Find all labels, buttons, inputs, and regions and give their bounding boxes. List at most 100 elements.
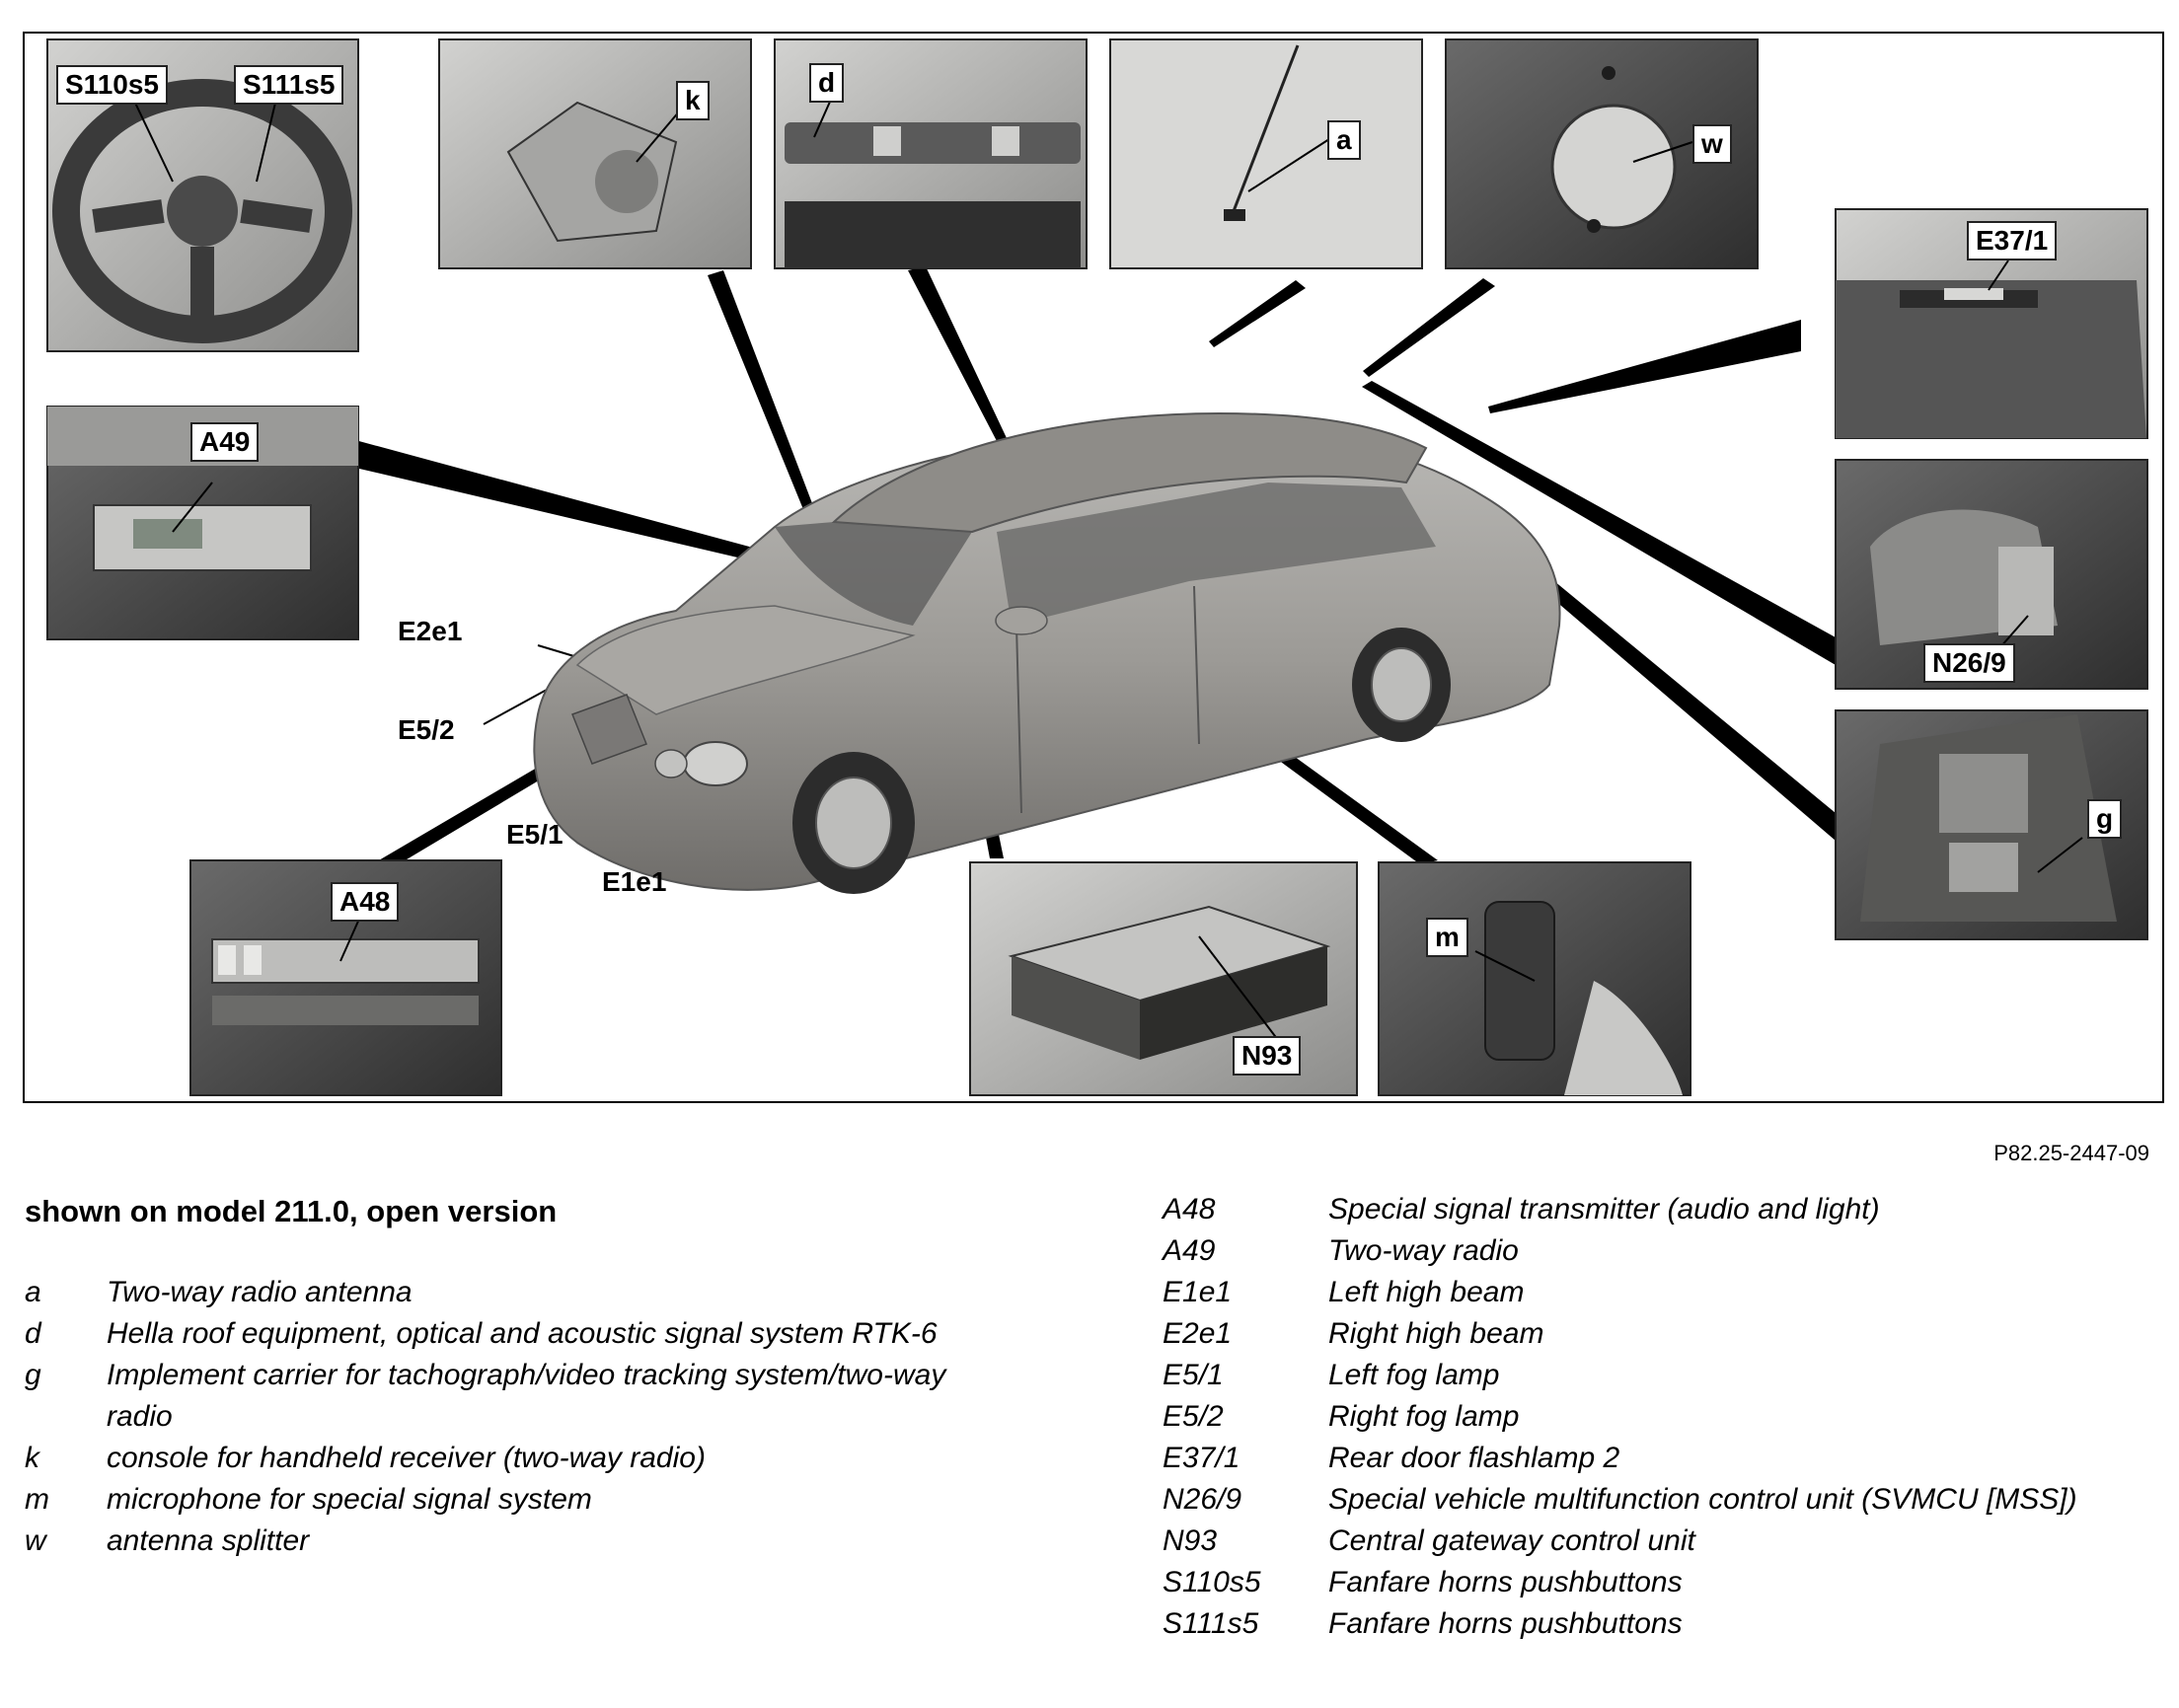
legend-desc: Special signal transmitter (audio and li…: [1328, 1193, 1880, 1225]
legend-desc: Right fog lamp: [1328, 1400, 1520, 1433]
legend-left: a Two-way radio antenna d Hella roof equip…: [25, 1272, 992, 1562]
legend-item: g Implement carrier for tachograph/video …: [25, 1355, 992, 1438]
legend-code: a: [25, 1276, 41, 1308]
callout-n93: N93: [1233, 1036, 1302, 1076]
callout-g: g: [2087, 799, 2123, 839]
legend-desc: Rear door flashlamp 2: [1328, 1442, 1620, 1474]
component-location-figure: S110s5 S111s5 k d a w E37/1 A49 N26/9 g …: [23, 32, 2164, 1103]
legend-code: N93: [1163, 1524, 1218, 1557]
leader-e2e1: [537, 644, 578, 658]
callout-a49: A49: [190, 422, 260, 462]
car-foglamp: [654, 749, 688, 779]
legend-item: a Two-way radio antenna: [25, 1272, 992, 1313]
legend-item: E5/2 Right fog lamp: [1163, 1396, 2159, 1438]
legend-desc: Implement carrier for tachograph/video t…: [107, 1359, 946, 1433]
legend-desc: Two-way radio antenna: [107, 1276, 413, 1308]
legend-desc: Hella roof equipment, optical and acoust…: [107, 1317, 938, 1350]
leader-w: [1363, 278, 1495, 377]
legend-code: E5/1: [1163, 1359, 1224, 1391]
legend-item: N26/9 Special vehicle multifunction contr…: [1163, 1479, 2159, 1521]
photo-microphone-m: [1378, 861, 1691, 1096]
callout-a48: A48: [331, 882, 400, 922]
leader-n26: [1362, 381, 1836, 665]
legend-code: N26/9: [1163, 1483, 1242, 1516]
legend-item: k console for handheld receiver (two-way …: [25, 1438, 992, 1479]
legend-desc: Left high beam: [1328, 1276, 1525, 1308]
legend-desc: console for handheld receiver (two-way r…: [107, 1442, 706, 1474]
legend-code: E2e1: [1163, 1317, 1233, 1350]
callout-s111s5: S111s5: [234, 65, 344, 105]
legend-item: E2e1 Right high beam: [1163, 1313, 2159, 1355]
legend-item: A49 Two-way radio: [1163, 1230, 2159, 1272]
callout-d: d: [809, 63, 845, 103]
car-hood: [575, 605, 916, 715]
legend-code: g: [25, 1359, 41, 1391]
callout-w: w: [1692, 124, 1732, 164]
callout-n26-9: N26/9: [1923, 643, 2015, 683]
label-e5-1: E5/1: [506, 819, 564, 850]
car-door-line: [1015, 625, 1022, 814]
legend-code: k: [25, 1442, 39, 1474]
legend-item: d Hella roof equipment, optical and acous…: [25, 1313, 992, 1355]
label-e2e1: E2e1: [398, 616, 463, 646]
leader-e37: [1488, 320, 1801, 413]
legend-item: A48 Special signal transmitter (audio and…: [1163, 1189, 2159, 1230]
car-mirror: [995, 606, 1048, 635]
car-headlamp: [683, 741, 748, 786]
photo-console-k: [438, 38, 752, 269]
label-e5-2: E5/2: [398, 714, 455, 745]
legend-code: w: [25, 1524, 46, 1557]
legend-item: E5/1 Left fog lamp: [1163, 1355, 2159, 1396]
callout-m: m: [1426, 918, 1468, 957]
legend-right: A48 Special signal transmitter (audio and…: [1163, 1189, 2159, 1645]
legend-item: w antenna splitter: [25, 1521, 992, 1562]
legend-desc: Special vehicle multifunction control un…: [1328, 1483, 2077, 1516]
legend-code: d: [25, 1317, 41, 1350]
legend-item: S110s5 Fanfare horns pushbuttons: [1163, 1562, 2159, 1603]
model-heading: shown on model 211.0, open version: [25, 1194, 558, 1228]
callout-s110s5: S110s5: [56, 65, 168, 105]
legend-code: S110s5: [1163, 1566, 1261, 1598]
leader-d: [908, 266, 1007, 441]
legend-desc: Right high beam: [1328, 1317, 1544, 1350]
legend-code: E37/1: [1163, 1442, 1240, 1474]
leader-a: [1209, 280, 1306, 347]
photo-control-unit-n26: [1835, 459, 2148, 690]
label-e1e1: E1e1: [602, 866, 667, 897]
car-illustration: [533, 411, 1561, 894]
legend-desc: Central gateway control unit: [1328, 1524, 1695, 1557]
photo-antenna-a: [1109, 38, 1423, 269]
car-rear-rim: [1371, 647, 1432, 722]
callout-a: a: [1327, 120, 1361, 160]
legend-desc: Left fog lamp: [1328, 1359, 1500, 1391]
diagram-svg: [46, 38, 2148, 1096]
legend-desc: Two-way radio: [1328, 1234, 1519, 1267]
legend-code: A49: [1163, 1234, 1216, 1267]
legend-item: m microphone for special signal system: [25, 1479, 992, 1521]
legend-item: S111s5 Fanfare horns pushbuttons: [1163, 1603, 2159, 1645]
legend-item: E1e1 Left high beam: [1163, 1272, 2159, 1313]
legend-desc: Fanfare horns pushbuttons: [1328, 1607, 1683, 1640]
legend-item: E37/1 Rear door flashlamp 2: [1163, 1438, 2159, 1479]
callout-k: k: [676, 81, 710, 120]
legend-code: E1e1: [1163, 1276, 1233, 1308]
legend-code: E5/2: [1163, 1400, 1224, 1433]
car-grille: [571, 694, 647, 765]
car-front-rim: [815, 777, 892, 869]
photo-gateway-n93: [969, 861, 1358, 1096]
legend-item: N93 Central gateway control unit: [1163, 1521, 2159, 1562]
car-roof: [831, 411, 1428, 534]
car-side-windows: [997, 483, 1436, 626]
photo-panels: [46, 38, 2148, 1096]
photo-rear-door-e37: [1835, 208, 2148, 439]
legend-desc: microphone for special signal system: [107, 1483, 592, 1516]
callout-e37-1: E37/1: [1967, 221, 2058, 260]
legend-code: A48: [1163, 1193, 1216, 1225]
car-windshield: [775, 522, 972, 626]
legend-code: m: [25, 1483, 49, 1516]
car-door-line-2: [1193, 585, 1200, 745]
legend-desc: Fanfare horns pushbuttons: [1328, 1566, 1683, 1598]
legend-desc: antenna splitter: [107, 1524, 310, 1557]
legend-code: S111s5: [1163, 1607, 1259, 1640]
figure-reference: P82.25-2447-09: [1993, 1141, 2149, 1165]
